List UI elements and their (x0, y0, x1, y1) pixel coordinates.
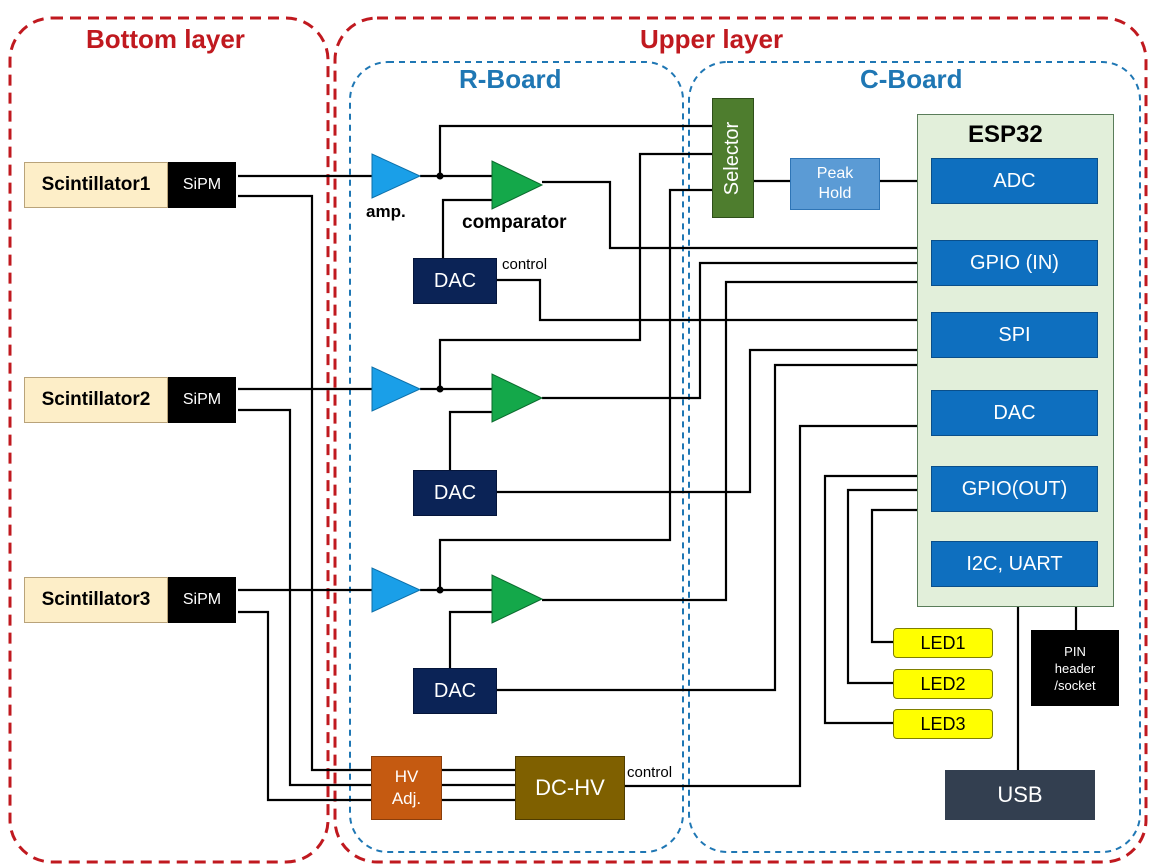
sipm-2: SiPM (168, 377, 236, 423)
wire-amp2-selector (438, 152, 712, 389)
wire-amp1-selector (438, 124, 712, 176)
peak-hold-label-1: Peak (816, 165, 854, 182)
bottom-layer-frame (8, 16, 330, 864)
wire-gpio-led1 (870, 508, 931, 644)
esp-adc: ADC (931, 158, 1098, 204)
amplifier-1 (371, 153, 422, 199)
peak-hold-label-2: Hold (818, 185, 852, 202)
wire-amp3-selector (438, 188, 712, 590)
scintillator-1: Scintillator1 (24, 162, 168, 208)
dc-hv-block: DC-HV (515, 756, 625, 820)
c-board-title: C-Board (860, 64, 963, 94)
wire-sipm1-hv (238, 194, 371, 772)
pin-label-1: PIN (1064, 643, 1086, 659)
hv-adj-label-1: HV (394, 767, 419, 786)
wire-dchv-control (625, 424, 931, 788)
upper-layer-frame (333, 16, 1148, 864)
hv-adj-block: HV Adj. (371, 756, 442, 820)
wire-comp2-gpio (542, 261, 931, 400)
esp-gpio-out: GPIO(OUT) (931, 466, 1098, 512)
esp-spi: SPI (931, 312, 1098, 358)
comparator-1 (491, 160, 544, 210)
esp-gpio-in: GPIO (IN) (931, 240, 1098, 286)
comparator-2 (491, 373, 544, 423)
wire-dac3-comp (448, 610, 492, 668)
usb-block: USB (945, 770, 1095, 820)
comparator-3 (491, 574, 544, 624)
led-2: LED2 (893, 669, 993, 699)
pin-label-3: /socket (1054, 677, 1096, 693)
wire-dac2-spi (497, 348, 931, 494)
comparator-label: comparator (462, 212, 567, 233)
wire-gpio-led3 (823, 474, 931, 725)
esp-i2c-uart: I2C, UART (931, 541, 1098, 587)
esp32-title: ESP32 (968, 121, 1043, 148)
bottom-layer-title: Bottom layer (86, 24, 245, 54)
amplifier-3 (371, 567, 422, 613)
scintillator-2: Scintillator2 (24, 377, 168, 423)
wire-gpio-led2 (846, 488, 931, 685)
dc-hv-control-label: control (627, 764, 673, 781)
c-board-frame (688, 61, 1141, 853)
wire-dac1-comp (441, 198, 492, 258)
dac-2: DAC (413, 470, 497, 516)
r-board-title: R-Board (459, 64, 562, 94)
scintillator-3: Scintillator3 (24, 577, 168, 623)
hv-adj-label-2: Adj. (391, 789, 422, 808)
esp-dac: DAC (931, 390, 1098, 436)
wire-sipm3-hv (238, 610, 371, 802)
wire-comp3-gpio (542, 280, 931, 602)
junction-dot (436, 586, 444, 594)
selector-block: Selector (712, 98, 754, 218)
wire-dac1-spi (497, 278, 931, 322)
dac-control-label: control (502, 256, 548, 273)
amp-label: amp. (366, 202, 406, 221)
r-board-frame (349, 61, 684, 853)
peak-hold-block: Peak Hold (790, 158, 880, 210)
junction-dot (436, 385, 444, 393)
wire-comp1-gpio (542, 180, 931, 250)
wire-dac2-comp (448, 410, 492, 470)
dac-1: DAC (413, 258, 497, 304)
junction-dot (436, 172, 444, 180)
dac-3: DAC (413, 668, 497, 714)
pin-header-block: PIN header /socket (1031, 630, 1119, 706)
wire-sipm2-hv (238, 408, 371, 787)
led-1: LED1 (893, 628, 993, 658)
led-3: LED3 (893, 709, 993, 739)
sipm-3: SiPM (168, 577, 236, 623)
amplifier-2 (371, 366, 422, 412)
selector-label: Selector (721, 121, 744, 195)
sipm-1: SiPM (168, 162, 236, 208)
wire-dac3-spi (497, 363, 931, 692)
upper-layer-title: Upper layer (640, 24, 784, 54)
pin-label-2: header (1054, 660, 1096, 676)
